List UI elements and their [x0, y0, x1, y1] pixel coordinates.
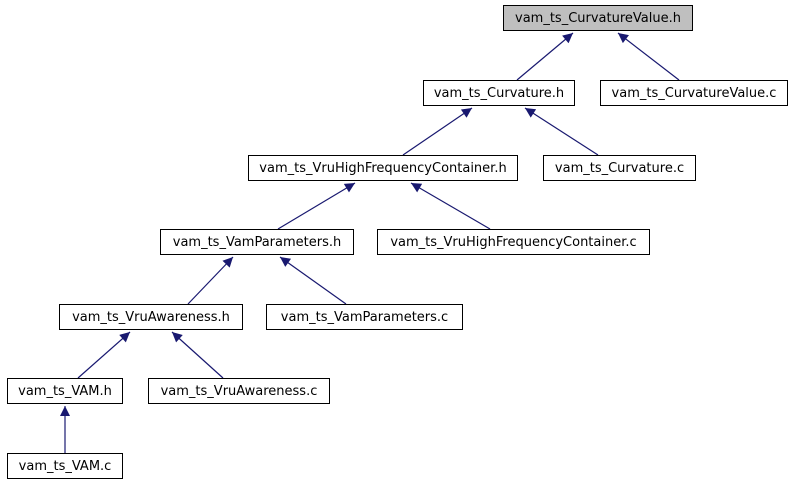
node-vam-c[interactable]: vam_ts_VAM.c — [7, 453, 123, 479]
node-label: vam_ts_VAM.h — [18, 383, 112, 399]
node-label: vam_ts_CurvatureValue.h — [515, 10, 681, 26]
node-label: vam_ts_CurvatureValue.c — [611, 85, 777, 101]
node-label: vam_ts_VruAwareness.c — [160, 383, 318, 399]
node-label: vam_ts_VruAwareness.h — [72, 309, 230, 325]
edge-vam-parameters-h-to-vru-high-frequency-container-h — [277, 182, 356, 230]
edge-vru-high-frequency-container-h-to-curvature-h — [402, 107, 473, 156]
node-vam-parameters-h[interactable]: vam_ts_VamParameters.h — [160, 229, 354, 255]
edge-curvature-value-c-to-curvature-value-h — [617, 32, 680, 81]
node-vru-high-frequency-container-c[interactable]: vam_ts_VruHighFrequencyContainer.c — [377, 229, 650, 255]
node-curvature-h[interactable]: vam_ts_Curvature.h — [423, 80, 575, 106]
edge-vru-high-frequency-container-c-to-vru-high-frequency-container-h — [410, 182, 491, 230]
node-vru-high-frequency-container-h[interactable]: vam_ts_VruHighFrequencyContainer.h — [248, 155, 518, 181]
node-vam-h[interactable]: vam_ts_VAM.h — [7, 378, 123, 404]
edge-vru-awareness-c-to-vru-awareness-h — [171, 331, 224, 379]
node-label: vam_ts_VruHighFrequencyContainer.h — [259, 160, 507, 176]
node-label: vam_ts_VruHighFrequencyContainer.c — [390, 234, 637, 250]
node-label: vam_ts_VAM.c — [18, 458, 112, 474]
node-label: vam_ts_Curvature.c — [554, 160, 685, 176]
edge-vam-parameters-c-to-vam-parameters-h — [279, 256, 347, 305]
edge-vam-h-to-vru-awareness-h — [77, 331, 131, 379]
node-vam-parameters-c[interactable]: vam_ts_VamParameters.c — [266, 304, 463, 330]
node-curvature-value-h: vam_ts_CurvatureValue.h — [503, 5, 693, 31]
node-label: vam_ts_VamParameters.c — [280, 309, 449, 325]
edge-curvature-c-to-curvature-h — [524, 107, 599, 156]
edge-vru-awareness-h-to-vam-parameters-h — [187, 256, 234, 305]
node-label: vam_ts_VamParameters.h — [172, 234, 342, 250]
node-curvature-value-c[interactable]: vam_ts_CurvatureValue.c — [600, 80, 788, 106]
node-vru-awareness-c[interactable]: vam_ts_VruAwareness.c — [148, 378, 330, 404]
node-curvature-c[interactable]: vam_ts_Curvature.c — [543, 155, 696, 181]
node-vru-awareness-h[interactable]: vam_ts_VruAwareness.h — [59, 304, 243, 330]
edge-curvature-h-to-curvature-value-h — [516, 32, 574, 81]
node-label: vam_ts_Curvature.h — [433, 85, 565, 101]
